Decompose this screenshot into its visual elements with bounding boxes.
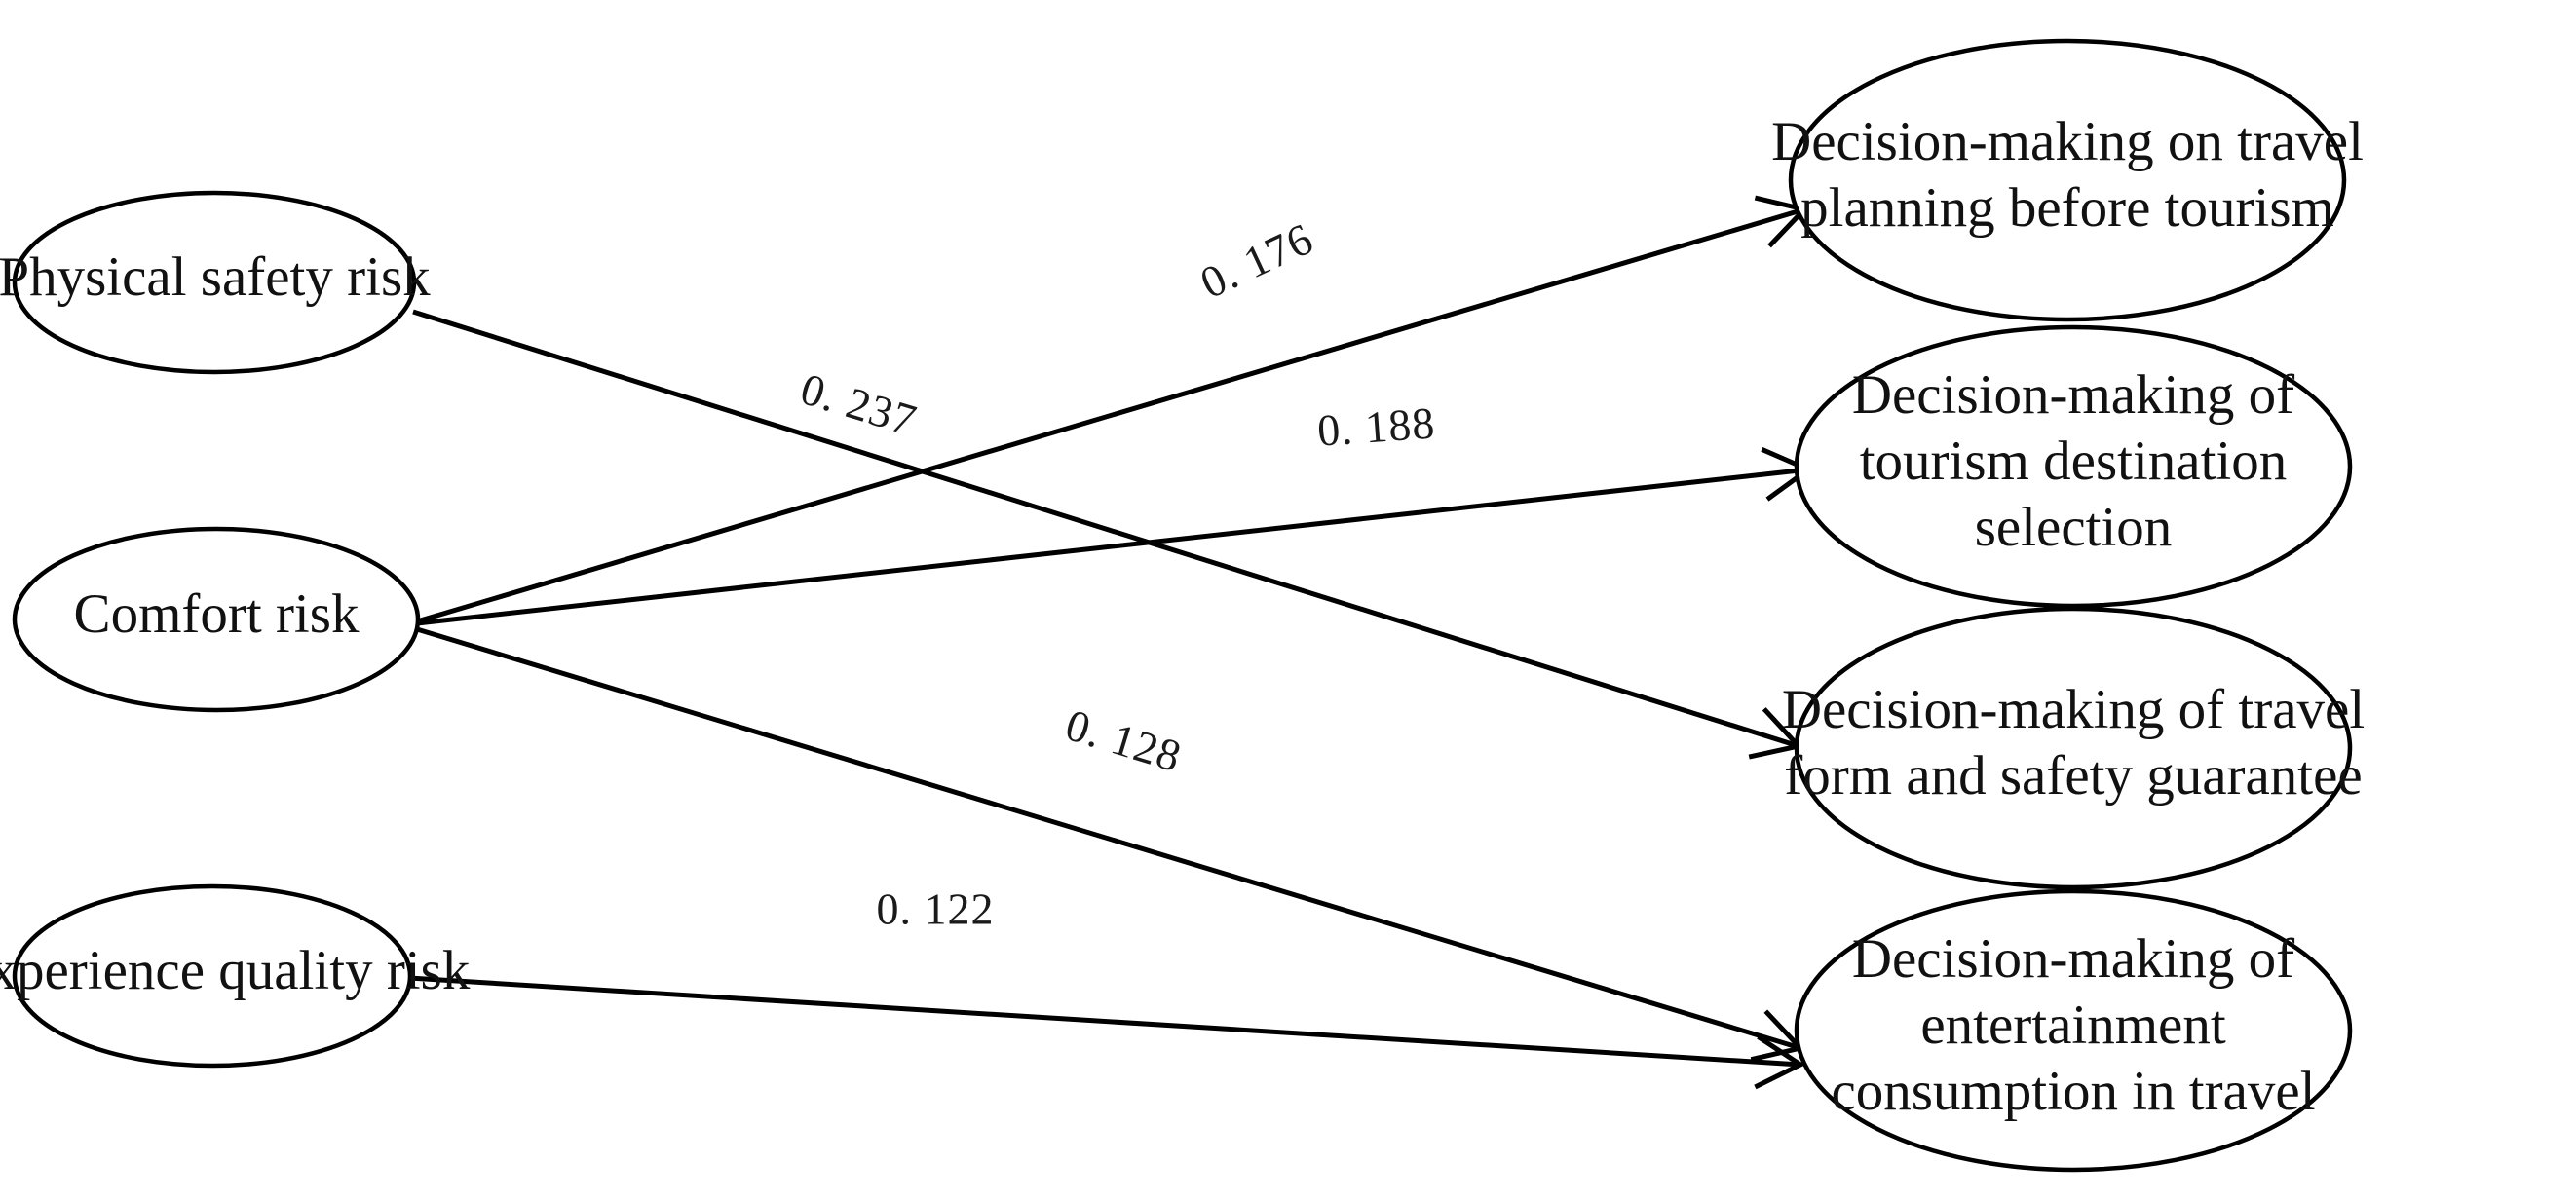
edge-experience-to-entertainment-weight-label: 0. 122 bbox=[877, 884, 995, 934]
edge-physical-to-travel-form-weight-label: 0. 237 bbox=[795, 363, 923, 445]
physical-safety-risk-ellipse bbox=[12, 190, 417, 375]
experience-quality-risk-label: Experience quality risk bbox=[0, 940, 471, 1001]
edge-comfort-to-destination-selection-line bbox=[416, 467, 1809, 626]
edge-experience-to-entertainment[interactable] bbox=[408, 975, 1806, 1090]
edge-comfort-to-entertainment[interactable] bbox=[416, 626, 1805, 1063]
edge-comfort-to-travel-planning-line bbox=[416, 206, 1805, 624]
edge-experience-to-entertainment-line bbox=[408, 975, 1801, 1068]
decision-entertainment-consumption-ellipse bbox=[1794, 888, 2353, 1173]
edge-comfort-to-travel-planning-weight-label: 0. 176 bbox=[1193, 213, 1320, 308]
edge-comfort-to-entertainment-weight-label: 0. 128 bbox=[1060, 699, 1188, 781]
edge-comfort-to-destination-selection-weight-label: 0. 188 bbox=[1316, 397, 1437, 455]
node-comfort-risk[interactable]: Comfort risk bbox=[12, 526, 421, 713]
edge-labels-layer: 0. 237 0. 176 0. 188 0. 128 0. 122 bbox=[795, 213, 1437, 934]
edge-physical-to-travel-form-line bbox=[412, 309, 1799, 749]
node-experience-quality-risk[interactable]: Experience quality risk bbox=[0, 883, 471, 1069]
edges-layer bbox=[408, 195, 1814, 1090]
node-physical-safety-risk[interactable]: Physical safety risk bbox=[0, 190, 431, 375]
edge-experience-to-entertainment-arrowhead bbox=[1754, 1034, 1806, 1090]
experience-quality-risk-ellipse bbox=[12, 883, 413, 1069]
edge-comfort-to-destination-selection[interactable] bbox=[416, 447, 1814, 626]
decision-travel-planning-ellipse bbox=[1788, 38, 2347, 322]
comfort-risk-label: Comfort risk bbox=[74, 583, 360, 645]
decision-destination-selection-ellipse bbox=[1794, 324, 2353, 609]
edge-comfort-to-travel-planning[interactable] bbox=[416, 195, 1809, 624]
decision-travel-form-safety-ellipse bbox=[1794, 606, 2353, 890]
physical-safety-risk-label: Physical safety risk bbox=[0, 246, 431, 308]
edge-comfort-to-entertainment-line bbox=[416, 626, 1801, 1051]
comfort-risk-ellipse bbox=[12, 526, 421, 713]
